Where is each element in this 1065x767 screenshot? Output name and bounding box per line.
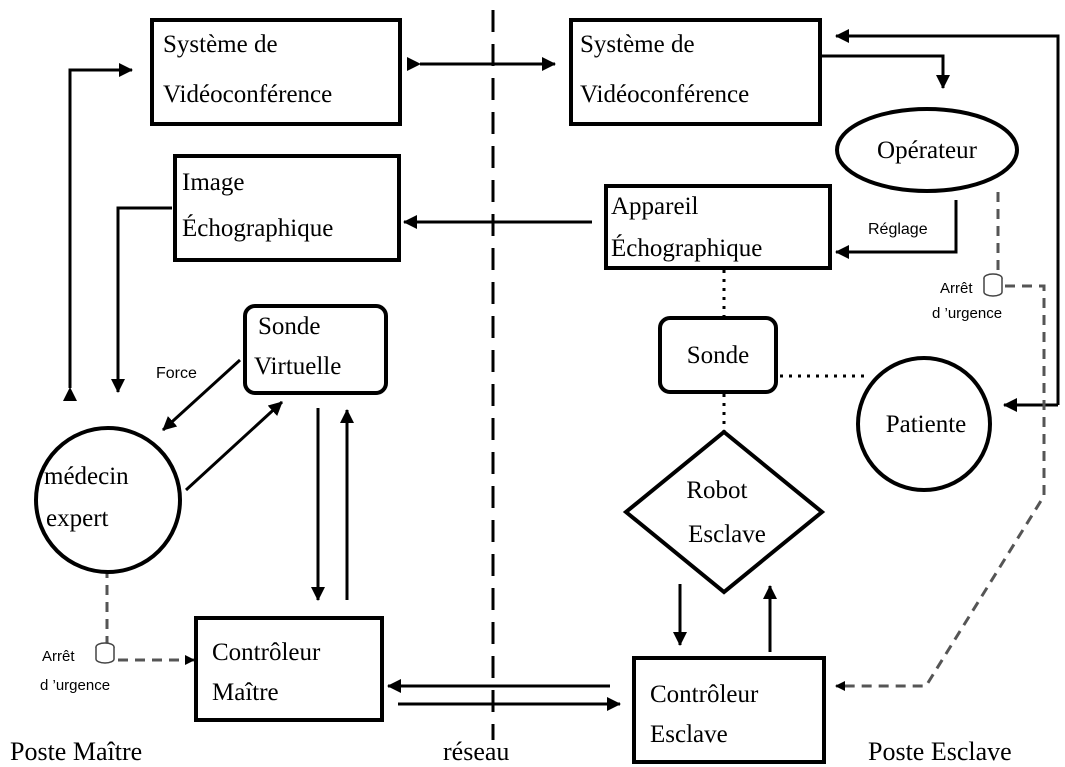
- node-appareil-echo: [604, 184, 832, 270]
- node-controleur-esclave: [632, 656, 826, 764]
- label-force: Force: [156, 365, 197, 382]
- node-medecin: [34, 426, 182, 574]
- node-appareil-echo-label: Appareil Échographique: [611, 193, 762, 262]
- node-operateur-label: Opérateur: [877, 137, 978, 164]
- node-controleur-esclave-label: Contrôleur Esclave: [650, 681, 765, 748]
- node-robot: [622, 429, 826, 595]
- node-video-master: [150, 18, 402, 126]
- node-sonde-virtuelle: [243, 304, 388, 395]
- edge-medecin-video: [63, 63, 133, 401]
- node-patiente-label: Patiente: [886, 411, 967, 438]
- edge-force: [161, 358, 242, 432]
- node-video-slave: [569, 18, 822, 126]
- node-controleur-maitre-label: Contrôleur Maître: [212, 639, 327, 706]
- emergency-stop-icon: [95, 642, 115, 664]
- edge-reglage: [835, 200, 958, 259]
- edge-loop-video: [835, 29, 1060, 405]
- label-arret-master: Arrêt d ’urgence: [40, 648, 110, 694]
- node-sonde-label: Sonde: [687, 342, 750, 369]
- node-image-echo-label: Image Échographique: [182, 169, 333, 242]
- emergency-stop-icon: [983, 273, 1003, 297]
- node-robot-label: Robot Esclave: [686, 477, 766, 548]
- node-video-slave-label: Système de Vidéoconférence: [580, 31, 749, 108]
- node-controleur-maitre: [194, 616, 384, 722]
- node-video-master-label: Système de Vidéoconférence: [163, 31, 332, 108]
- node-patiente: [856, 356, 992, 492]
- edge-medecin-sonde: [184, 400, 284, 492]
- edge-image-medecin: [111, 206, 172, 393]
- node-image-echo: [173, 154, 401, 262]
- edge-arret-ce: [835, 284, 1046, 691]
- section-slave: Poste Esclave: [868, 737, 1012, 766]
- node-sonde-virtuelle-label: Sonde Virtuelle: [254, 313, 341, 380]
- node-medecin-label: médecin expert: [44, 463, 135, 532]
- edge-video-operateur: [822, 54, 950, 89]
- label-arret-slave: Arrêt d ’urgence: [932, 280, 1002, 322]
- section-master: Poste Maître: [10, 737, 142, 766]
- node-operateur: [835, 107, 1019, 193]
- node-sonde: [658, 316, 778, 394]
- label-reglage: Réglage: [868, 221, 928, 238]
- section-network: réseau: [443, 737, 509, 766]
